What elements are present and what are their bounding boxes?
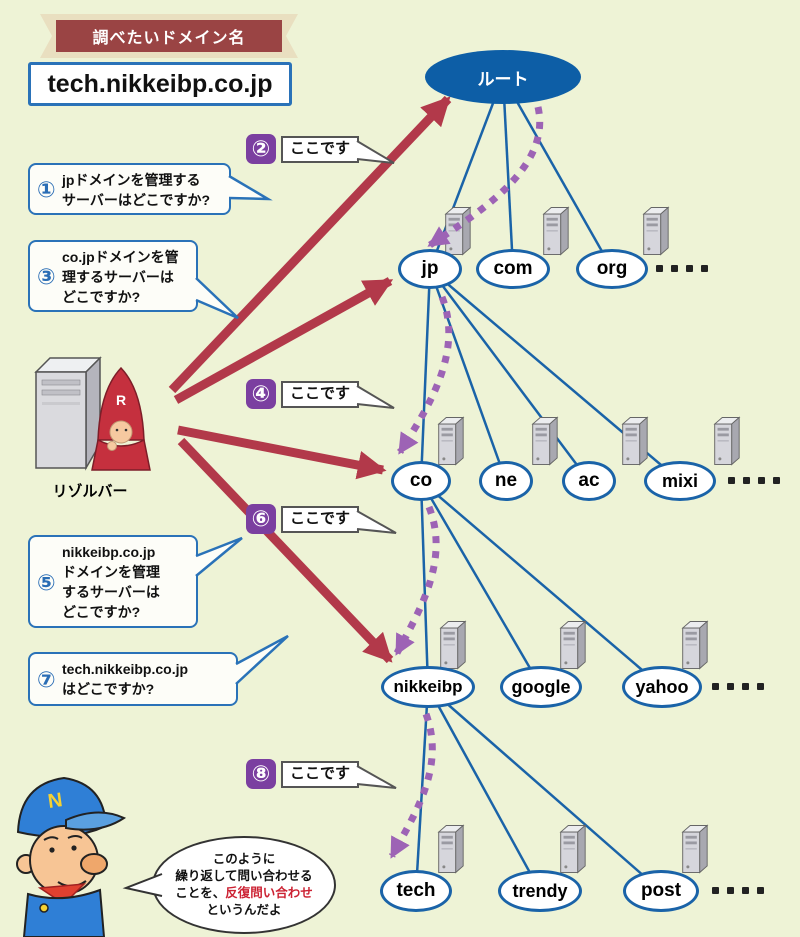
query-arrow-3	[173, 277, 394, 404]
tree-edge	[420, 480, 663, 688]
mascot-bubble-line: このように	[212, 852, 276, 866]
domain-node-mixi: mixi	[644, 461, 716, 501]
resolver-hood-letter: R	[115, 392, 127, 408]
server-icon	[622, 416, 648, 466]
server-icon	[438, 824, 464, 874]
question-bubble-7: ⑦ tech.nikkeibp.co.jp はどこですか?	[28, 652, 238, 706]
question-line: ドメインを管理	[62, 564, 160, 580]
question-bubble-1: ① jpドメインを管理する サーバーはどこですか?	[28, 163, 231, 215]
domain-node-nikkeibp: nikkeibp	[381, 666, 475, 708]
circled-number-6-badge: ⑥	[246, 504, 276, 534]
server-icon	[438, 416, 464, 466]
server-icon	[682, 620, 708, 670]
tree-edge	[419, 480, 543, 688]
circled-number-2-badge: ②	[246, 134, 276, 164]
question-bubble-5: ⑤ nikkeibp.co.jp ドメインを管理 するサーバーは どこですか?	[28, 535, 198, 628]
ellipsis-dots	[656, 265, 708, 272]
question-line: どこですか?	[62, 289, 141, 305]
domain-node-google: google	[500, 666, 582, 708]
mascot-bubble-line: ことを、反復問い合わせ	[154, 885, 334, 902]
question-line: jpドメインを管理する	[62, 172, 201, 188]
tree-edge	[501, 76, 515, 270]
mascot-cap-letter: N	[46, 789, 64, 813]
tree-edge	[501, 76, 614, 270]
tree-edge	[429, 268, 590, 482]
question-line: サーバーはどこですか?	[62, 192, 210, 208]
answer-label-2: ここです	[281, 136, 359, 163]
tree-edge	[427, 686, 662, 892]
server-icon	[682, 824, 708, 874]
question-line: 理するサーバーは	[62, 269, 174, 285]
answer-label-6: ここです	[281, 506, 359, 533]
question-bubble-3: ③ co.jpドメインを管 理するサーバーは どこですか?	[28, 240, 198, 312]
circled-number-7: ⑦	[37, 667, 56, 692]
domain-node-post: post	[623, 870, 699, 912]
circled-number-3: ③	[37, 264, 56, 289]
server-icon	[560, 620, 586, 670]
answer-label-4: ここです	[281, 381, 359, 408]
server-icon	[560, 824, 586, 874]
domain-node-jp: jp	[398, 249, 462, 289]
domain-node-ne: ne	[479, 461, 533, 501]
domain-node-ac: ac	[562, 461, 616, 501]
query-arrow-1	[168, 95, 452, 394]
answer-arrow-6	[393, 505, 440, 656]
circled-number-5: ⑤	[37, 570, 56, 595]
ellipsis-dots	[728, 477, 780, 484]
circled-number-4-badge: ④	[246, 379, 276, 409]
ellipsis-dots	[712, 683, 764, 690]
resolver-label: リゾルバー	[52, 483, 128, 500]
circled-number-8-badge: ⑧	[246, 759, 276, 789]
domain-node-com: com	[476, 249, 550, 289]
tree-edge	[428, 268, 508, 482]
query-domain-box: tech.nikkeibp.co.jp	[28, 62, 292, 106]
question-line: どこですか?	[62, 604, 141, 620]
question-line: nikkeibp.co.jp	[62, 544, 156, 560]
query-arrows	[168, 95, 452, 664]
tree-edges	[414, 76, 681, 892]
server-icons	[438, 206, 740, 874]
question-line: するサーバーは	[62, 584, 160, 600]
mascot-speech-bubble: このように 繰り返して問い合わせる ことを、反復問い合わせ というんだよ	[152, 836, 336, 934]
answer-arrows	[388, 106, 544, 859]
mascot-bubble-highlight: 反復問い合わせ	[225, 886, 313, 900]
question-line: co.jpドメインを管	[62, 249, 179, 265]
tree-edge	[419, 480, 430, 688]
ellipsis-dots	[712, 887, 764, 894]
server-icon	[543, 206, 569, 256]
server-icon	[714, 416, 740, 466]
domain-node-org: org	[576, 249, 648, 289]
answer-arrow-4	[397, 295, 453, 455]
banner-ribbon: 調べたいドメイン名	[40, 14, 298, 58]
mascot-bubble-line: 繰り返して問い合わせる	[175, 869, 313, 883]
tree-edge	[419, 268, 432, 482]
server-icon	[440, 620, 466, 670]
circled-number-1: ①	[37, 177, 56, 202]
resolver-icon	[34, 356, 151, 471]
domain-node-yahoo: yahoo	[622, 666, 702, 708]
domain-node-co: co	[391, 461, 451, 501]
mascot-bubble-line: というんだよ	[206, 903, 282, 917]
server-icon	[445, 206, 471, 256]
question-line: はどこですか?	[62, 681, 155, 697]
root-node: ルート	[425, 50, 581, 104]
domain-node-tech: tech	[380, 870, 452, 912]
answer-label-8: ここです	[281, 761, 359, 788]
answer-arrow-8	[388, 712, 436, 859]
mascot-bubble-text: ことを、	[175, 886, 226, 900]
domain-node-trendy: trendy	[498, 870, 582, 912]
tree-edge	[426, 686, 542, 892]
query-arrow-7	[177, 437, 394, 664]
query-arrow-5	[177, 425, 387, 480]
answer-arrow-2	[427, 106, 544, 248]
question-line: tech.nikkeibp.co.jp	[62, 661, 189, 677]
banner-title: 調べたいドメイン名	[56, 20, 282, 52]
mascot-character-icon	[16, 776, 127, 937]
server-icon	[643, 206, 669, 256]
server-icon	[532, 416, 558, 466]
